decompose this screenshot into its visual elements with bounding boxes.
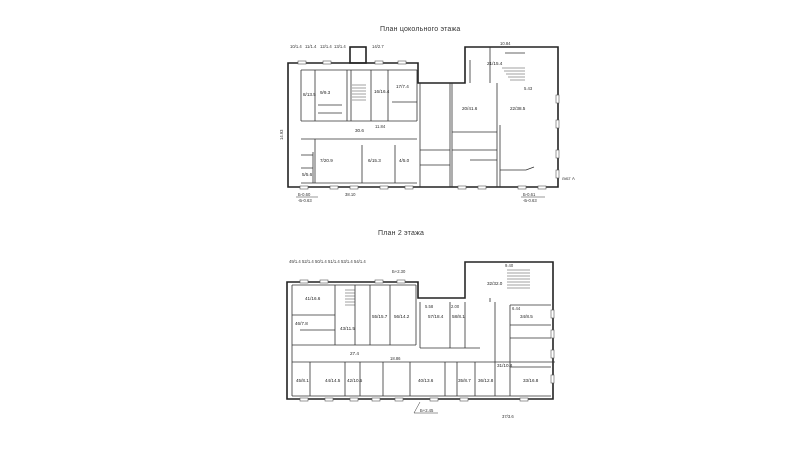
room-label: 17/7.4 xyxy=(396,84,409,89)
partitions xyxy=(291,262,555,397)
room-label: 8/13.5 xyxy=(303,92,316,97)
level-mark: -Б-0.63 xyxy=(523,198,537,203)
room-label: 36/12.8 xyxy=(478,378,494,383)
room-label: 20/41.6 xyxy=(462,106,478,111)
dimension: 18.86 xyxy=(390,356,401,361)
room-label: 46/7.8 xyxy=(295,321,308,326)
dimension: 9.40 xyxy=(505,263,514,268)
room-label: 56/14.2 xyxy=(394,314,410,319)
plan-title-second-floor: План 2 этажа xyxy=(378,230,425,237)
dimension: 6.44 xyxy=(512,306,521,311)
level-mark: Б+2.45 xyxy=(420,408,434,413)
level-mark: Б+2.30 xyxy=(392,269,406,274)
room-label: 5/5.6 xyxy=(302,172,313,177)
dimension: 5.58 xyxy=(425,304,434,309)
dimension: лист А xyxy=(562,176,575,181)
room-label: 55/15.7 xyxy=(372,314,388,319)
room-label: 58/8.1 xyxy=(452,314,465,319)
room-label: 9/9.3 xyxy=(320,90,331,95)
ground-floor-plan: 10/1.4 11/1.4 12/1.4 13/1.4 14/2.7 8 xyxy=(279,41,575,203)
inner-wall xyxy=(301,69,417,184)
second-floor-plan: 49/1.4 52/1.4 50/1.4 51/1.4 53/1.4 54/1.… xyxy=(286,259,555,419)
room-label: 30.6 xyxy=(355,128,364,133)
axis-mark: 53/1.4 xyxy=(341,259,353,264)
level-mark: -Б-0.63 xyxy=(298,198,312,203)
room-label: 40/13.6 xyxy=(418,378,434,383)
room-label: 57/18.4 xyxy=(428,314,444,319)
room-label: 42/10.5 xyxy=(347,378,363,383)
axis-mark: 13/1.4 xyxy=(334,44,346,49)
room-label: 6/15.3 xyxy=(368,158,381,163)
room-label: 45/8.1 xyxy=(296,378,309,383)
room-label: 7/20.9 xyxy=(320,158,333,163)
level-mark: Б-0.60 xyxy=(298,192,311,197)
dimension: 2.00 xyxy=(451,304,460,309)
room-label: 34/8.5 xyxy=(520,314,533,319)
room-label: 21/15.4 xyxy=(487,61,503,66)
windows xyxy=(297,60,560,190)
room-label: 44/14.5 xyxy=(325,378,341,383)
axis-mark: 54/1.4 xyxy=(354,259,366,264)
axis-marks: 49/1.4 52/1.4 50/1.4 51/1.4 53/1.4 54/1.… xyxy=(289,259,406,274)
porch xyxy=(349,46,367,64)
room-label: 31/10.8 xyxy=(497,363,513,368)
room-label: 16/16.4 xyxy=(374,89,390,94)
axis-marks: 10/1.4 11/1.4 12/1.4 13/1.4 14/2.7 xyxy=(290,44,384,49)
stairs xyxy=(345,269,530,306)
dimension: 37/3.6 xyxy=(502,414,514,419)
room-label: 35/8.7 xyxy=(458,378,471,383)
room-label: 33/16.8 xyxy=(523,378,539,383)
partitions-right xyxy=(419,47,535,187)
axis-mark: 12/1.4 xyxy=(320,44,332,49)
axis-mark: 11/1.4 xyxy=(305,44,317,49)
axis-mark: 52/1.4 xyxy=(302,259,314,264)
axis-mark: 49/1.4 xyxy=(289,259,301,264)
dimension: 5.43 xyxy=(524,86,533,91)
room-label: 43/11.5 xyxy=(340,326,355,331)
axis-mark: 14/2.7 xyxy=(372,44,384,49)
axis-mark: 50/1.4 xyxy=(315,259,327,264)
room-label: 22/38.5 xyxy=(510,106,526,111)
dimension: 11.84 xyxy=(375,124,386,129)
room-labels: 8/13.5 9/9.3 16/16.4 17/7.4 20/41.6 22/3… xyxy=(302,61,526,177)
plan-title-ground-floor: План цокольного этажа xyxy=(380,26,461,33)
windows xyxy=(299,279,555,402)
dimensions: 11.84 38.10 10.84 5.43 14.93 лист А Б-0.… xyxy=(279,41,575,203)
partitions xyxy=(300,70,418,183)
level-mark: Б-0.61 xyxy=(523,192,536,197)
room-label: 32/32.0 xyxy=(487,281,503,286)
axis-mark: 10/1.4 xyxy=(290,44,302,49)
dimension: 10.84 xyxy=(500,41,511,46)
room-labels: 41/16.6 46/7.8 43/11.5 55/15.7 56/14.2 5… xyxy=(295,281,539,383)
room-label: 41/16.6 xyxy=(305,296,321,301)
dimension: 14.93 xyxy=(279,129,284,140)
axis-mark: 51/1.4 xyxy=(328,259,340,264)
room-label: 4/5.0 xyxy=(399,158,410,163)
outer-wall xyxy=(287,46,559,188)
room-label: 27.4 xyxy=(350,351,359,356)
dimension: 38.10 xyxy=(345,192,356,197)
dimensions: 18.86 9.40 5.58 2.00 6.44 Б+2.45 37/3.6 xyxy=(390,263,521,419)
stairs xyxy=(352,67,525,101)
